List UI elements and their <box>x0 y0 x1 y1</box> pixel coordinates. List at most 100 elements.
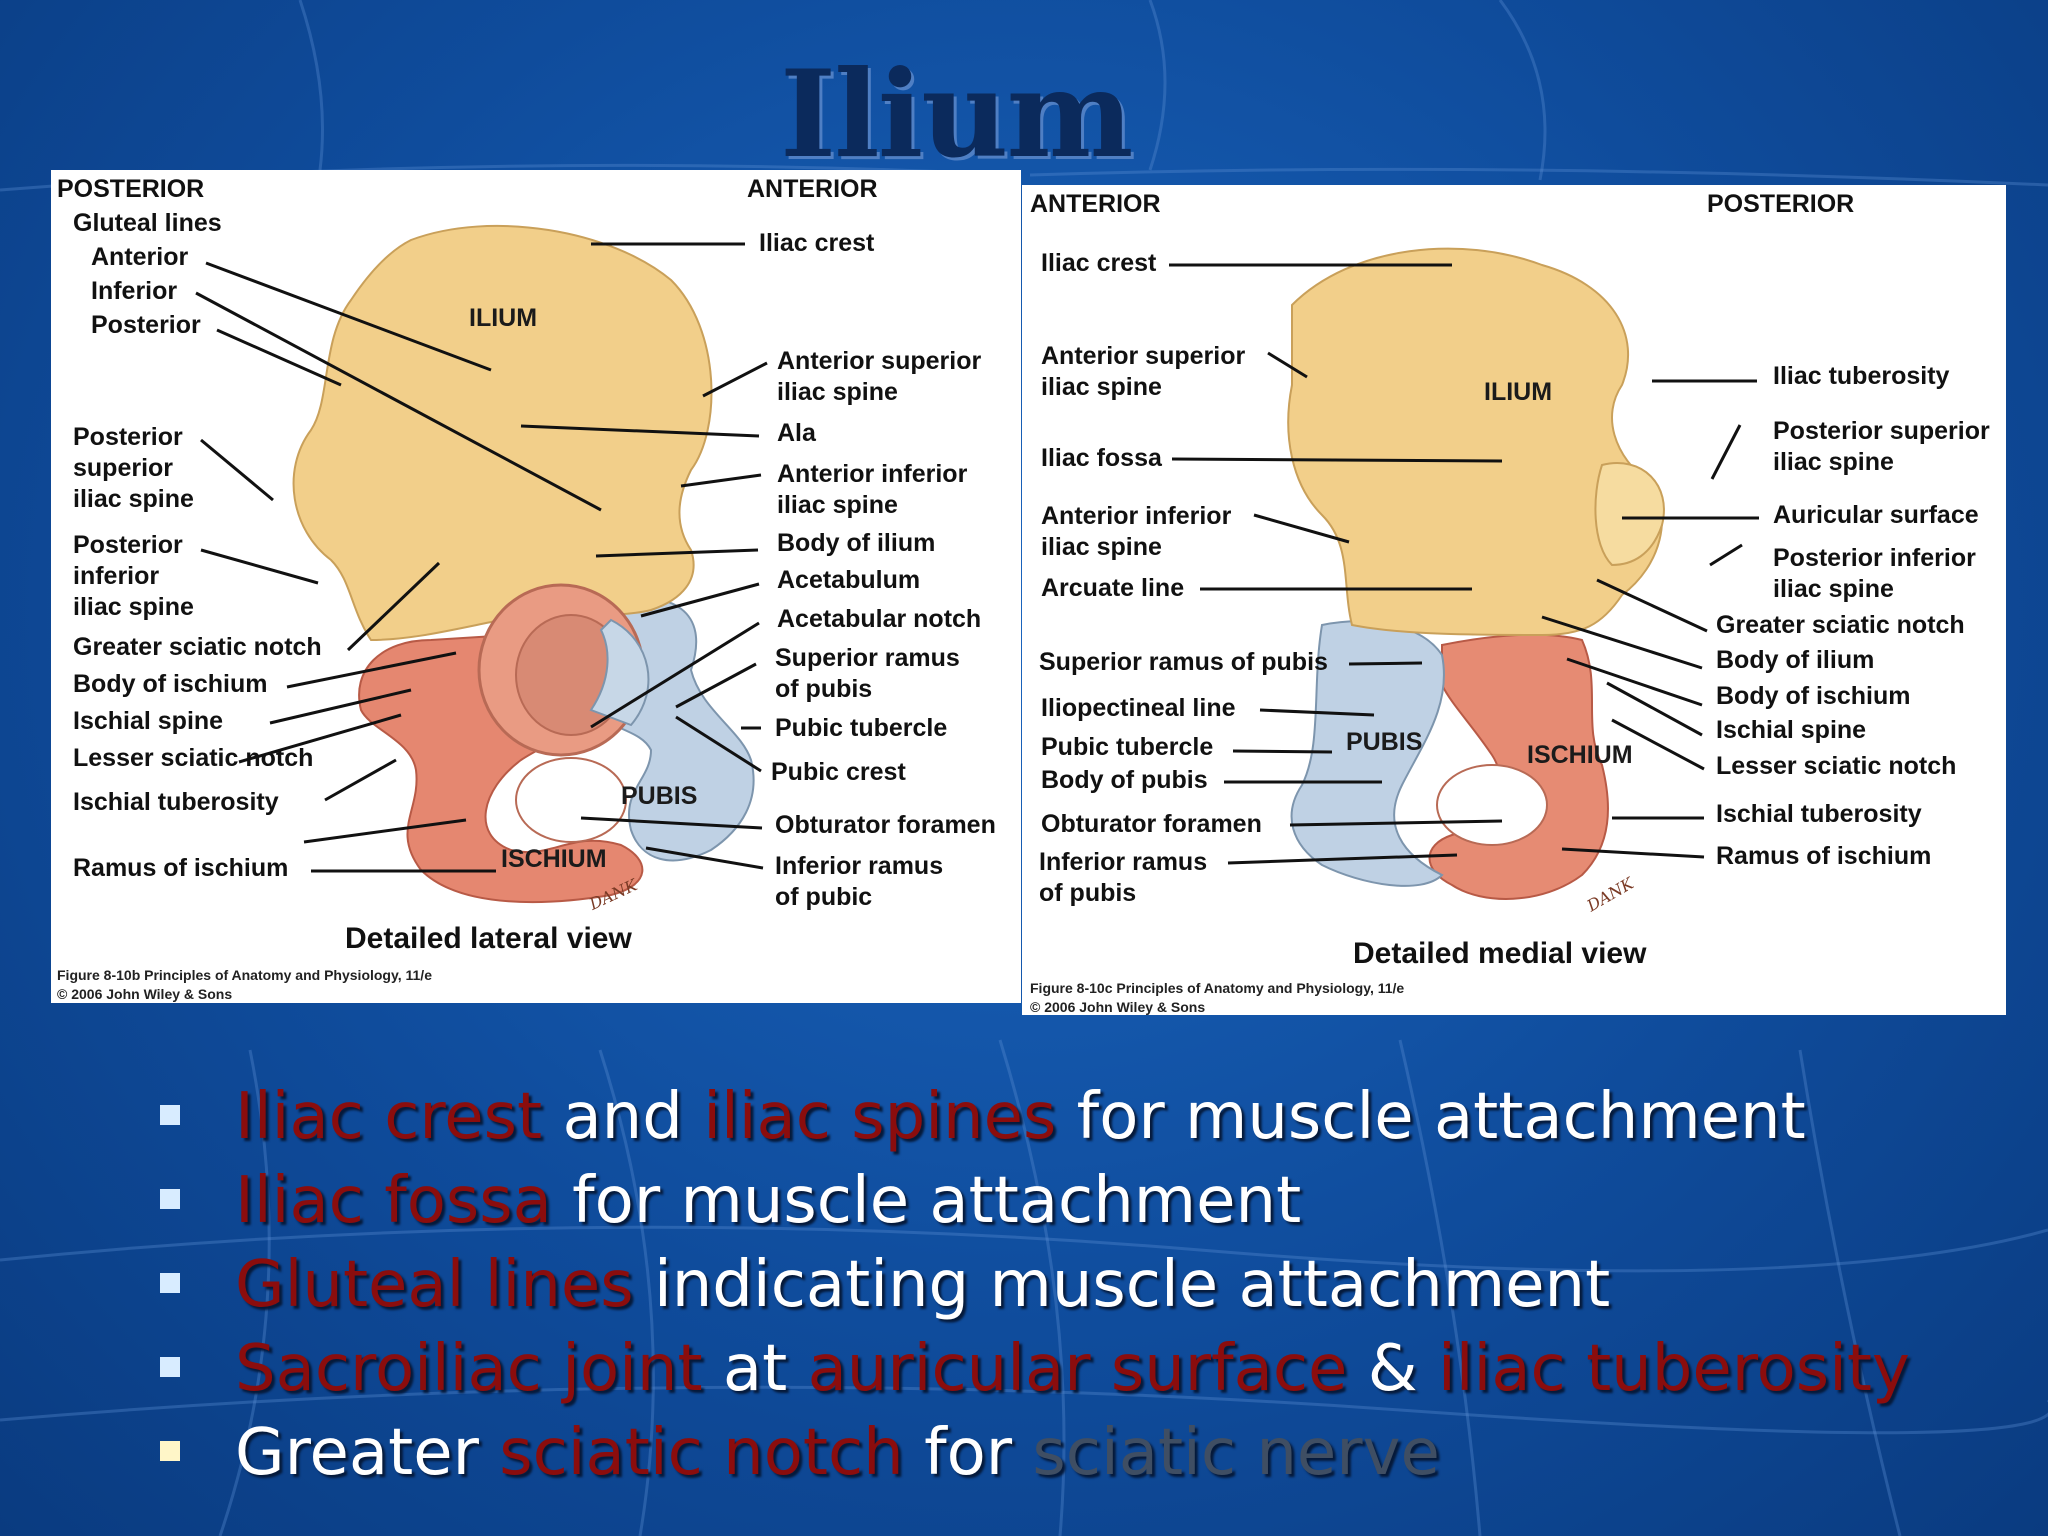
label-pubic-tubercle: Pubic tubercle <box>1041 733 1214 761</box>
posterior-label: POSTERIOR <box>57 175 205 203</box>
bullet-item: Iliac crest and iliac spines for muscle … <box>155 1075 2035 1159</box>
label-ala: Ala <box>777 419 816 447</box>
view-title-lateral: Detailed lateral view <box>345 922 632 955</box>
label-inferior-gluteal: Inferior <box>91 277 178 305</box>
label-piis-1: Posterior inferior <box>1773 544 1976 572</box>
label-iliopectineal-line: Iliopectineal line <box>1041 694 1236 722</box>
label-inferior-ramus-1: Inferior ramus <box>775 852 944 880</box>
lateral-view-illustration <box>195 224 768 904</box>
bullet-item: Iliac fossa for muscle attachment <box>155 1159 2035 1243</box>
bullet-item: Gluteal lines indicating muscle attachme… <box>155 1243 2035 1327</box>
label-pubic-tubercle: Pubic tubercle <box>775 714 948 742</box>
label-inferior-ramus-2: of pubis <box>1039 879 1137 907</box>
label-ischial-spine: Ischial spine <box>1716 716 1867 744</box>
label-posterior-superior-1: Posterior <box>73 423 183 451</box>
label-gluteal-lines: Gluteal lines <box>73 209 222 237</box>
label-inferior-ramus-1: Inferior ramus <box>1039 848 1208 876</box>
anterior-label: ANTERIOR <box>1030 190 1161 218</box>
label-anterior-gluteal: Anterior <box>91 243 189 271</box>
bullet-text: Greater sciatic notch for sciatic nerve <box>235 1416 1440 1490</box>
medial-view-figure: ANTERIOR POSTERIOR Iliac crest Anterior … <box>1022 185 2006 1015</box>
bullet-text: Iliac crest and iliac spines for muscle … <box>235 1080 1806 1154</box>
label-aiis-1: Anterior inferior <box>777 460 968 488</box>
label-ischial-tuberosity: Ischial tuberosity <box>1716 800 1922 828</box>
label-posterior-gluteal: Posterior <box>91 311 201 339</box>
label-superior-ramus-of-pubis: Superior ramus of pubis <box>1039 648 1328 676</box>
label-iliac-crest: Iliac crest <box>759 229 875 257</box>
label-ischial-tuberosity: Ischial tuberosity <box>73 788 279 816</box>
bone-label-pubis: PUBIS <box>621 782 698 810</box>
label-lesser-sciatic-notch: Lesser sciatic notch <box>1716 752 1957 780</box>
square-bullet-icon <box>160 1357 180 1377</box>
label-iliac-tuberosity: Iliac tuberosity <box>1773 362 1950 390</box>
label-psis-2: iliac spine <box>1773 448 1894 476</box>
medial-view-illustration <box>1169 247 1759 900</box>
label-posterior-inferior-1: Posterior <box>73 531 183 559</box>
label-aiis-1: Anterior inferior <box>1041 502 1232 530</box>
bullet-item: Greater sciatic notch for sciatic nerve <box>155 1411 2035 1495</box>
ilium-shape <box>292 224 713 642</box>
label-asis-2: iliac spine <box>1041 373 1162 401</box>
label-greater-sciatic-notch: Greater sciatic notch <box>73 633 322 661</box>
label-obturator-foramen: Obturator foramen <box>775 811 996 839</box>
label-inferior-ramus-2: of pubic <box>775 883 873 911</box>
square-bullet-icon <box>160 1273 180 1293</box>
auricular-surface-shape <box>1594 462 1665 567</box>
label-ramus-of-ischium: Ramus of ischium <box>1716 842 1932 870</box>
label-obturator-foramen: Obturator foramen <box>1041 810 1262 838</box>
obturator-foramen-shape <box>1436 764 1548 846</box>
label-aiis-2: iliac spine <box>777 491 898 519</box>
bone-label-ischium: ISCHIUM <box>501 845 607 873</box>
label-pubic-crest: Pubic crest <box>771 758 906 786</box>
bullet-text: Iliac fossa for muscle attachment <box>235 1164 1302 1238</box>
view-title-medial: Detailed medial view <box>1353 937 1647 970</box>
bone-label-ilium: ILIUM <box>469 304 538 332</box>
label-lesser-sciatic-notch: Lesser sciatic notch <box>73 744 314 772</box>
figure-caption-2: © 2006 John Wiley & Sons <box>1030 999 1206 1015</box>
label-body-of-ischium: Body of ischium <box>1716 682 1911 710</box>
figure-caption-2: © 2006 John Wiley & Sons <box>57 986 233 1002</box>
label-iliac-fossa: Iliac fossa <box>1041 444 1162 472</box>
label-body-of-ilium: Body of ilium <box>777 529 936 557</box>
ilium-shape <box>1287 247 1663 637</box>
label-acetabulum: Acetabulum <box>777 566 921 594</box>
label-arcuate-line: Arcuate line <box>1041 574 1185 602</box>
label-aiis-2: iliac spine <box>1041 533 1162 561</box>
label-asis-2: iliac spine <box>777 378 898 406</box>
label-body-of-pubis: Body of pubis <box>1041 766 1208 794</box>
label-posterior-superior-2: superior <box>73 454 174 482</box>
figure-caption-1: Figure 8-10b Principles of Anatomy and P… <box>57 967 432 983</box>
label-ramus-of-ischium: Ramus of ischium <box>73 854 289 882</box>
slide-title: Ilium <box>780 44 1134 185</box>
pubis-shape <box>1290 620 1445 887</box>
label-asis-1: Anterior superior <box>777 347 982 375</box>
bone-label-ischium: ISCHIUM <box>1527 741 1633 769</box>
posterior-label: POSTERIOR <box>1707 190 1855 218</box>
label-psis-1: Posterior superior <box>1773 417 1990 445</box>
bone-label-ilium: ILIUM <box>1484 378 1553 406</box>
bone-label-pubis: PUBIS <box>1346 728 1423 756</box>
label-auricular-surface: Auricular surface <box>1773 501 1979 529</box>
label-posterior-superior-3: iliac spine <box>73 485 194 513</box>
bullet-list: Iliac crest and iliac spines for muscle … <box>155 1075 2035 1495</box>
label-iliac-crest: Iliac crest <box>1041 249 1157 277</box>
label-superior-ramus-1: Superior ramus <box>775 644 960 672</box>
bullet-item: Sacroiliac joint at auricular surface & … <box>155 1327 2035 1411</box>
square-bullet-icon <box>160 1105 180 1125</box>
label-acetabular-notch: Acetabular notch <box>777 605 982 633</box>
square-bullet-icon <box>160 1189 180 1209</box>
figure-caption-1: Figure 8-10c Principles of Anatomy and P… <box>1030 980 1405 996</box>
label-asis-1: Anterior superior <box>1041 342 1246 370</box>
label-greater-sciatic-notch: Greater sciatic notch <box>1716 611 1965 639</box>
label-posterior-inferior-2: inferior <box>73 562 160 590</box>
label-ischial-spine: Ischial spine <box>73 707 224 735</box>
label-piis-2: iliac spine <box>1773 575 1894 603</box>
square-bullet-icon <box>160 1441 180 1461</box>
label-superior-ramus-2: of pubis <box>775 675 873 703</box>
label-posterior-inferior-3: iliac spine <box>73 593 194 621</box>
anterior-label: ANTERIOR <box>747 175 878 203</box>
label-body-of-ischium: Body of ischium <box>73 670 268 698</box>
bullet-text: Sacroiliac joint at auricular surface & … <box>235 1332 1910 1406</box>
bullet-text: Gluteal lines indicating muscle attachme… <box>235 1248 1611 1322</box>
